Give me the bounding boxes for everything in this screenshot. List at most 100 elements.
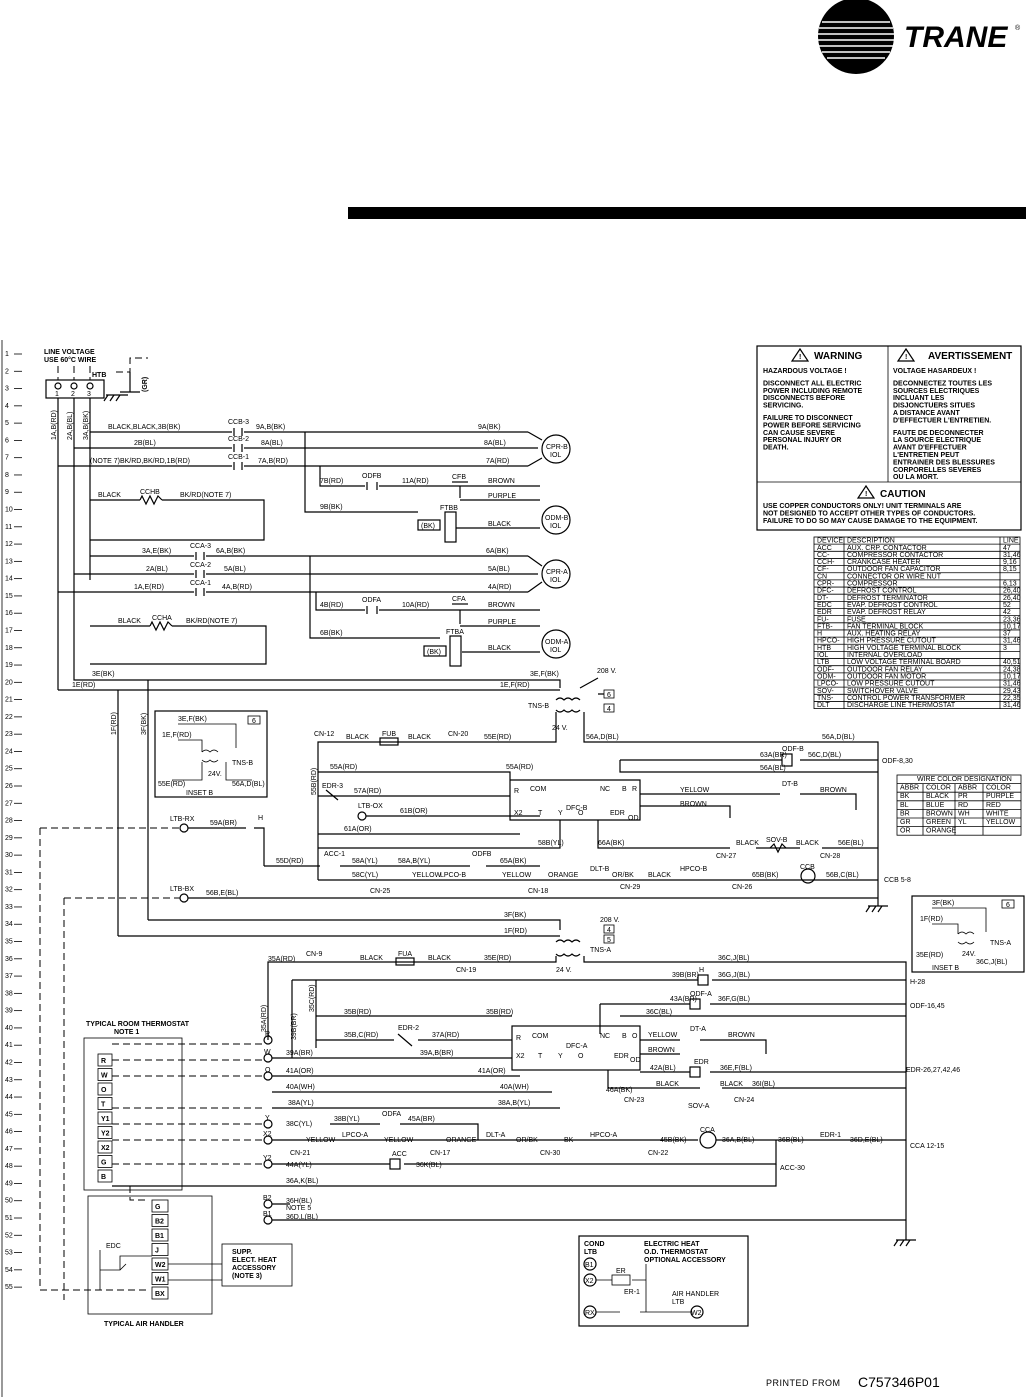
htb-terminal-2 — [70, 382, 78, 390]
device-table-cell: 6,13 — [1003, 581, 1017, 588]
htb-terminal-block — [45, 379, 105, 399]
dfca-x2: X2 — [516, 1053, 525, 1060]
wire-l7b: 7A,B(RD) — [258, 458, 288, 465]
air-handler-terminal-label: B1 — [155, 1233, 164, 1240]
h-coil-secondary — [291, 979, 906, 1058]
line-number: 24 — [5, 748, 13, 755]
device-table-cell: FUSE — [847, 616, 866, 623]
line-number: 43 — [5, 1077, 13, 1084]
tnsa-transformer-icon — [555, 939, 581, 957]
fua-label: FUA — [398, 951, 412, 958]
ftbb-terminal-block — [444, 511, 457, 543]
warning-line: DISCONNECT ALL ELECTRIC — [763, 380, 861, 387]
cca3-label: CCA-3 — [190, 543, 211, 550]
supp-heat-line: (NOTE 3) — [232, 1273, 262, 1280]
sovb-wiring — [597, 820, 878, 849]
odfb-label: ODFB — [362, 473, 382, 480]
er1-label: ER-1 — [624, 1289, 640, 1296]
device-table-cell: HIGH VOLTAGE TERMINAL BLOCK — [847, 645, 961, 652]
cprb-iol: IOL — [550, 452, 561, 459]
line-number: 1 — [5, 351, 9, 358]
supp-heat-line: ELECT. HEAT — [232, 1257, 277, 1264]
wire-l6: 2B(BL) — [134, 440, 156, 447]
ftbb-bk-box — [417, 519, 441, 531]
caution-text: USE COPPER CONDUCTORS ONLY! UNIT TERMINA… — [763, 503, 977, 525]
inset-b-upper: 3E,F(BK) 1E,F(RD) 55E(RD) 56A,D(BL) TNS-… — [154, 710, 268, 798]
supp-heat-wires — [168, 1263, 222, 1281]
odma-brown: BROWN — [488, 602, 515, 609]
device-table-cell: DISCHARGE LINE THERMOSTAT — [847, 702, 956, 709]
color-table-cell: GR — [900, 819, 911, 826]
line-voltage-dashes — [57, 366, 91, 380]
air-handler-terminal — [151, 1243, 169, 1256]
wire-l37a: 39B(BR) — [672, 972, 699, 979]
l46-orange: ORANGE — [446, 1137, 477, 1144]
thermostat-terminal — [97, 1111, 113, 1125]
avertissement-text: VOLTAGE HASARDEUX !DECONNECTEZ TOUTES LE… — [893, 368, 995, 481]
device-table-cell: 23,36 — [1003, 616, 1021, 623]
wire-l25c: 55A(RD) — [506, 764, 533, 771]
device-table-cell: 22,35 — [1003, 695, 1021, 702]
field-wiring-dashes — [39, 827, 264, 1300]
line-number: 55 — [5, 1284, 13, 1291]
room-thermostat: TYPICAL ROOM THERMOSTAT NOTE 1 RWOTY1Y2X… — [83, 1021, 190, 1191]
ltb-r: R — [265, 1031, 270, 1038]
avertissement-line: OU LA MORT. — [893, 474, 938, 481]
air-handler-terminal-label: J — [155, 1248, 159, 1255]
ltb-terminal-circles — [263, 1035, 273, 1225]
color-table-cell: PURPLE — [986, 793, 1014, 800]
inset-b-upper-l3: 55E(RD) — [158, 781, 185, 788]
wire-l42a: 41A(OR) — [286, 1068, 314, 1075]
registered-mark: ® — [1015, 24, 1021, 32]
device-table-cell: CPR- — [817, 581, 835, 588]
dfcb-board-outline — [318, 771, 641, 821]
cn20-label: CN-20 — [448, 731, 468, 738]
line-number: 9 — [5, 489, 9, 496]
inset-b-upper-tag-text: 6 — [252, 718, 256, 725]
line-number: 2 — [5, 368, 9, 375]
wire-l31b: 65B(BK) — [752, 872, 778, 879]
device-table-cell: EVAP. DEFROST CONTROL — [847, 602, 938, 609]
wire-l22b: BLACK — [408, 734, 431, 741]
dfcb-r: R — [632, 786, 637, 793]
cpra-label: CPR-A — [546, 569, 568, 576]
inset-b-upper-frame — [154, 710, 268, 798]
wire-l20b: 1E,F(RD) — [500, 682, 530, 689]
acc1-wiring — [264, 865, 878, 881]
wire-l44: 38A(YL) — [288, 1100, 314, 1107]
inset-b-upper-l4: 56A,D(BL) — [232, 781, 265, 788]
color-table-cell: BLUE — [926, 802, 945, 809]
tnsb-transformer-icon — [555, 697, 581, 713]
wire-35a-vertical: 35A(RD) — [261, 1005, 268, 1032]
thermostat-terminal-label: R — [101, 1058, 106, 1065]
wire-l45a: 38B(YL) — [334, 1116, 360, 1123]
wire-l5c: 9A(BK) — [478, 424, 501, 431]
l36-black: BLACK — [360, 955, 383, 962]
air-handler-terminal — [151, 1228, 169, 1242]
warning-line: DEATH. — [763, 445, 789, 452]
ground-label: (GR) — [142, 377, 149, 392]
ltb-x2: X2 — [263, 1131, 272, 1138]
feeder-3-label: 3A,B(BK) — [83, 411, 90, 440]
ftba-bk-box — [423, 645, 447, 657]
ftba-terminal-block — [449, 635, 462, 667]
ftba-label: FTBA — [446, 629, 464, 636]
h28-label: H-28 — [910, 979, 925, 986]
thermostat-terminal — [97, 1082, 113, 1096]
acc-coil-icon — [389, 1158, 401, 1170]
wire-l27: 58B(YL) — [538, 840, 564, 847]
warning-line: FAILURE TO DISCONNECT — [763, 415, 853, 422]
wire-l45b: 45A(BR) — [408, 1116, 435, 1123]
ftbb-label: FTBB — [440, 505, 458, 512]
inset-b-right-v: 24V. — [962, 951, 976, 958]
note5-label: NOTE 5 — [286, 1205, 311, 1212]
device-table-cell: LOW VOLTAGE TERMINAL BOARD — [847, 659, 961, 666]
line-number: 22 — [5, 714, 13, 721]
cn28-label: CN-28 — [820, 853, 840, 860]
eh-rx: RX — [585, 1310, 595, 1317]
line-number: 34 — [5, 921, 13, 928]
device-table-cell: AUX. HEATING RELAY — [847, 631, 921, 638]
odfb-label-2: ODFB — [472, 851, 492, 858]
eh-b1-terminal — [583, 1257, 597, 1271]
